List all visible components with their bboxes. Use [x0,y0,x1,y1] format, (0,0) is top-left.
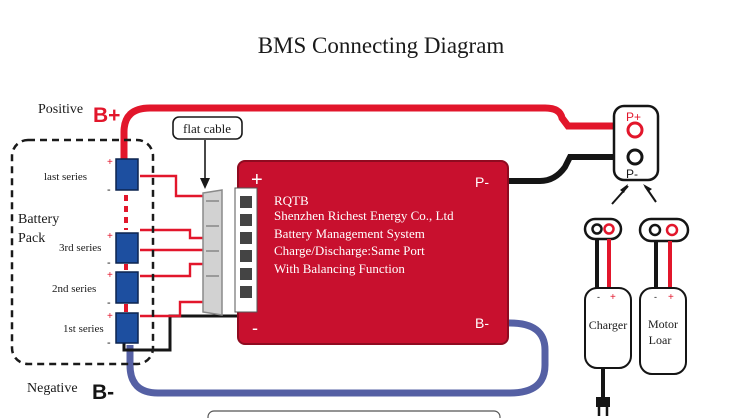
motor-device: - + Motor Loar [638,217,690,375]
cell-label: 3rd series [59,242,101,254]
charger-body [584,287,632,369]
cell-minus: - [107,184,111,196]
negative-label: Negative [27,381,78,396]
cell-1st-series: + - 1st series [63,311,139,349]
board-plus-sign: + [251,169,263,191]
charger-plug-pin [591,223,603,235]
flat-cable [202,189,223,316]
output-port [612,104,660,182]
charger-plus: + [610,292,616,303]
connector-pins [240,196,252,298]
arrow-head-charger [620,184,628,193]
charger-device: - + Charger [583,217,632,416]
battery-pack-outline [10,138,155,366]
charger-plug-pin [603,223,615,235]
positive-label: Positive [38,102,83,117]
cell-minus: - [107,257,111,269]
motor-plug-pin [648,223,662,237]
negative-sense-wire [122,314,238,352]
board-text-line: RQTB [274,193,309,208]
bottom-box-edge [207,410,501,418]
battery-pack-label-2: Pack [18,231,45,246]
arrow-head-motor [643,184,652,192]
charger-minus: - [597,292,600,302]
battery-pack-label-1: Battery [18,212,59,227]
cell-label: 2nd series [52,283,96,295]
p-plus-terminal [626,121,644,139]
cell-body [115,271,139,304]
cell-plus: + [107,231,113,242]
b-minus-label: B- [92,381,114,404]
motor-plug-pin [665,223,679,237]
board-text-line: With Balancing Function [274,261,405,276]
p-minus-port-label: P- [626,167,638,181]
flat-cable-label: flat cable [183,121,231,136]
p-minus-wire [478,154,628,184]
cell-label: 1st series [63,323,104,335]
board-minus-sign: - [252,318,258,338]
board-b-minus: B- [475,315,489,331]
board-text: RQTB Shenzhen Richest Energy Co., Ltd Ba… [274,193,454,276]
cell-minus: - [107,337,111,349]
p-plus-label: P+ [626,110,641,124]
charger-plug [583,217,623,241]
p-minus-terminal [626,148,644,166]
cell-2nd-series: + - 2nd series [52,270,139,309]
cell-body [115,158,139,191]
motor-plus: + [668,292,674,303]
b-plus-label: B+ [93,104,120,127]
board-p-minus: P- [475,174,489,190]
cell-body [115,312,139,344]
motor-label-2: Loar [649,333,672,347]
motor-body [639,287,687,375]
cell-plus: + [107,270,113,281]
board-text-line: Charge/Discharge:Same Port [274,243,425,258]
cell-3rd-series: + - 3rd series [59,231,139,269]
cell-minus: - [107,297,111,309]
cell-plus: + [107,157,113,168]
charger-mains-plug [596,397,610,407]
board-text-line: Battery Management System [274,226,425,241]
b-plus-wire [120,104,626,160]
motor-minus: - [654,292,657,302]
flat-cable-stripes [206,200,219,277]
board-text-line: Shenzhen Richest Energy Co., Ltd [274,208,454,223]
flat-cable-arrow-head [200,178,210,189]
cell-body [115,232,139,264]
motor-label-1: Motor [648,317,678,331]
motor-plug [638,217,690,243]
flat-cable-callout [172,116,243,140]
balance-wires [140,174,206,318]
cell-label: last series [44,171,87,183]
b-minus-wire [126,319,549,397]
diagram-title: BMS Connecting Diagram [258,33,505,58]
charger-label: Charger [589,318,627,332]
cell-plus: + [107,311,113,322]
cell-last-series: + - last series [44,157,139,196]
